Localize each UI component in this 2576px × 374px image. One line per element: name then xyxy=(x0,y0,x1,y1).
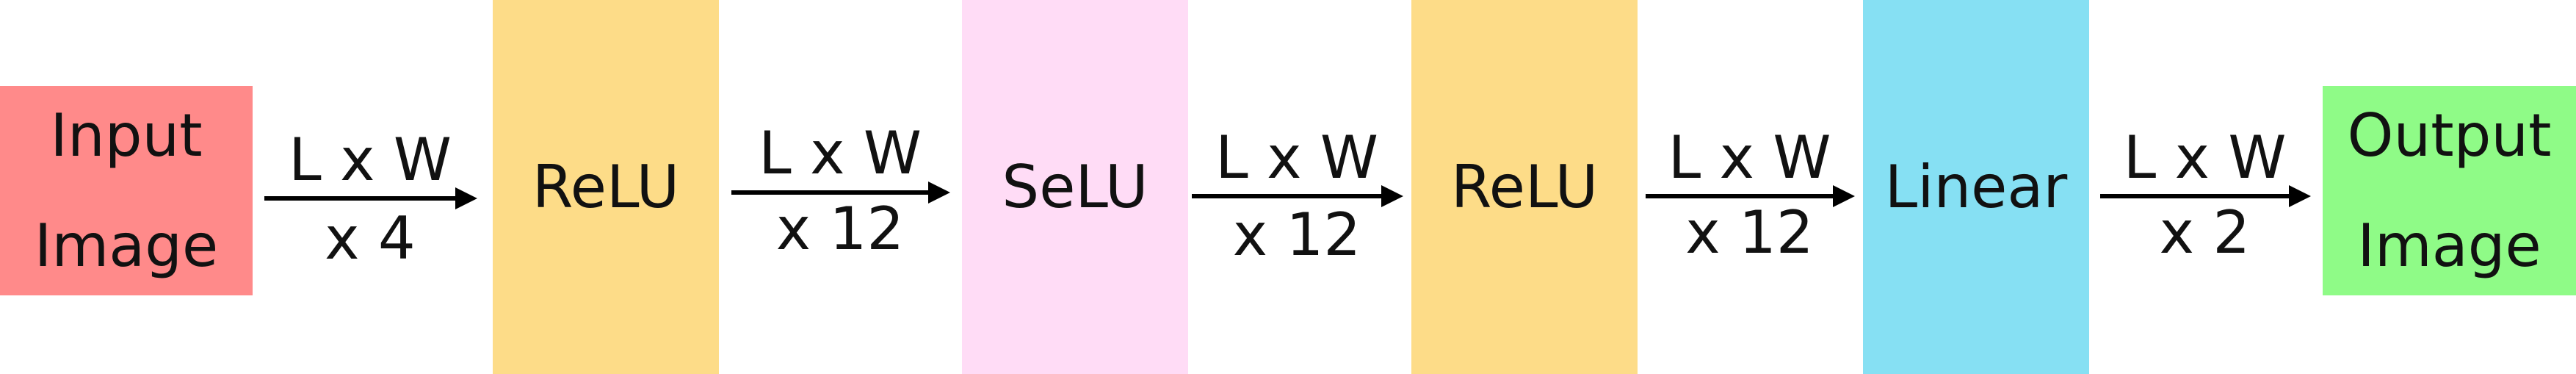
edge-5-top-label: L x W xyxy=(2123,123,2287,192)
edge-3-bottom-label: x 12 xyxy=(1232,201,1361,269)
input-image-block: Input Image xyxy=(0,86,253,295)
relu-block-2-label: ReLU xyxy=(1450,152,1599,221)
arrow-1 xyxy=(264,187,477,209)
output-image-block: Output Image xyxy=(2323,86,2576,295)
edge-4-top-label: L x W xyxy=(1668,123,1831,192)
input-image-label-line1: Input xyxy=(50,101,203,170)
selu-block-label: SeLU xyxy=(1002,152,1148,221)
edge-3-top-label: L x W xyxy=(1215,123,1378,192)
edge-relu1-to-selu: L x W x 12 xyxy=(730,121,950,268)
linear-block-label: Linear xyxy=(1884,152,2068,221)
edge-input-to-relu1: L x W x 4 xyxy=(263,125,477,272)
edge-selu-to-relu2: L x W x 12 xyxy=(1190,125,1403,272)
output-image-label-line1: Output xyxy=(2347,101,2552,170)
edge-5-bottom-label: x 2 xyxy=(2159,198,2251,267)
edge-2-top-label: L x W xyxy=(759,119,922,187)
relu-block-1-label: ReLU xyxy=(532,152,680,221)
edge-2-bottom-label: x 12 xyxy=(775,195,905,263)
edge-1-bottom-label: x 4 xyxy=(325,204,416,273)
linear-block: Linear xyxy=(1863,0,2089,374)
edge-1-top-label: L x W xyxy=(289,126,452,194)
relu-block-2: ReLU xyxy=(1411,0,1638,374)
relu-block-1: ReLU xyxy=(493,0,719,374)
edge-4-bottom-label: x 12 xyxy=(1685,198,1814,267)
selu-block: SeLU xyxy=(962,0,1188,374)
input-image-label-line2: Image xyxy=(34,211,219,280)
edge-relu2-to-linear: L x W x 12 xyxy=(1644,125,1855,272)
arrow-4 xyxy=(1646,185,1855,207)
arrow-5 xyxy=(2100,185,2311,207)
arrow-3 xyxy=(1192,185,1403,207)
edge-linear-to-output: L x W x 2 xyxy=(2099,125,2311,272)
output-image-label-line2: Image xyxy=(2357,211,2541,280)
arrow-2 xyxy=(731,181,950,204)
